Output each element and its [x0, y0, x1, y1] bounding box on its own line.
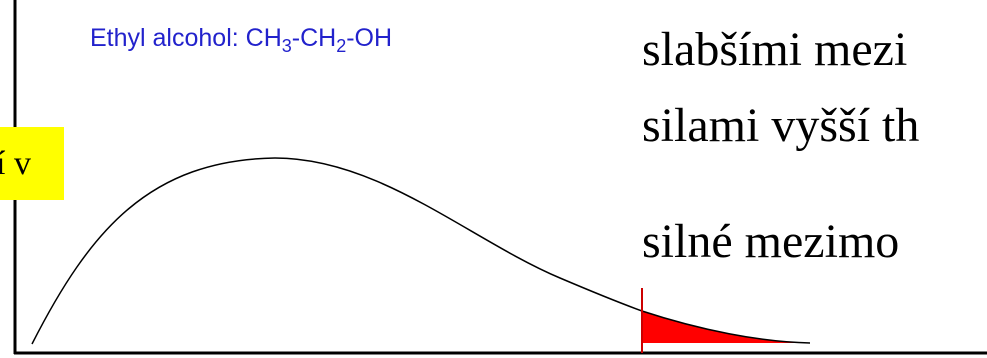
text-line-3: silné mezimo	[642, 215, 900, 268]
text-line-2: silami vyšší th	[642, 99, 920, 152]
shaded-tail	[642, 311, 810, 343]
distribution-curve	[31, 157, 811, 345]
yellow-label: í v	[0, 127, 64, 200]
text-line-1: slabšími mezi	[642, 23, 908, 76]
diagram-title: Ethyl alcohol: CH3-CH2-OH	[90, 24, 393, 56]
